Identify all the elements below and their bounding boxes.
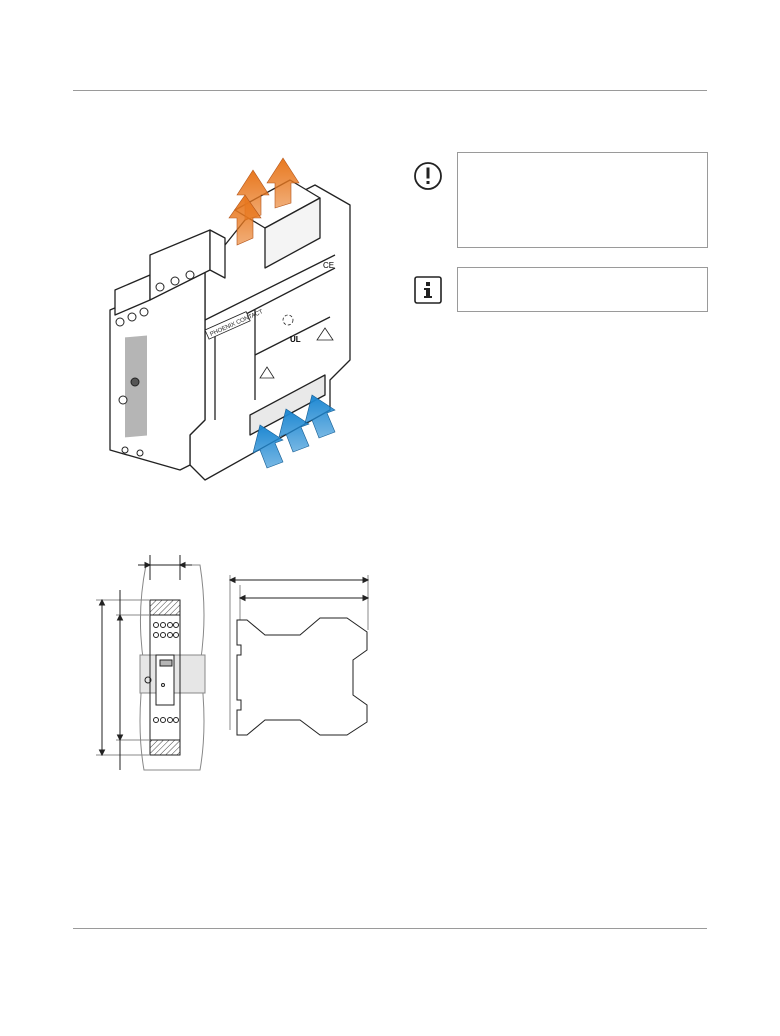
ul-mark: UL xyxy=(290,335,301,344)
airflow-out-arrows xyxy=(228,157,300,246)
dimension-side-view xyxy=(225,570,375,740)
status-led xyxy=(130,377,140,387)
recycle-icon xyxy=(282,314,294,326)
info-notice-box xyxy=(457,267,708,312)
device-airflow-figure: PHOENIX CONTACT CE UL xyxy=(95,150,365,490)
potentiometer xyxy=(118,395,128,405)
warning-triangle-icon xyxy=(316,327,334,341)
header-rule xyxy=(73,90,707,91)
warning-icon xyxy=(413,161,443,191)
screw-terminals xyxy=(115,270,195,457)
airflow-in-arrows xyxy=(252,394,336,469)
front-label-strip xyxy=(125,335,147,438)
warning-triangle-icon xyxy=(259,366,275,379)
dimension-front-view xyxy=(88,555,223,775)
footer-rule xyxy=(73,928,707,929)
ce-mark: CE xyxy=(323,261,334,270)
warning-notice-box xyxy=(457,152,708,248)
info-icon xyxy=(414,276,442,304)
